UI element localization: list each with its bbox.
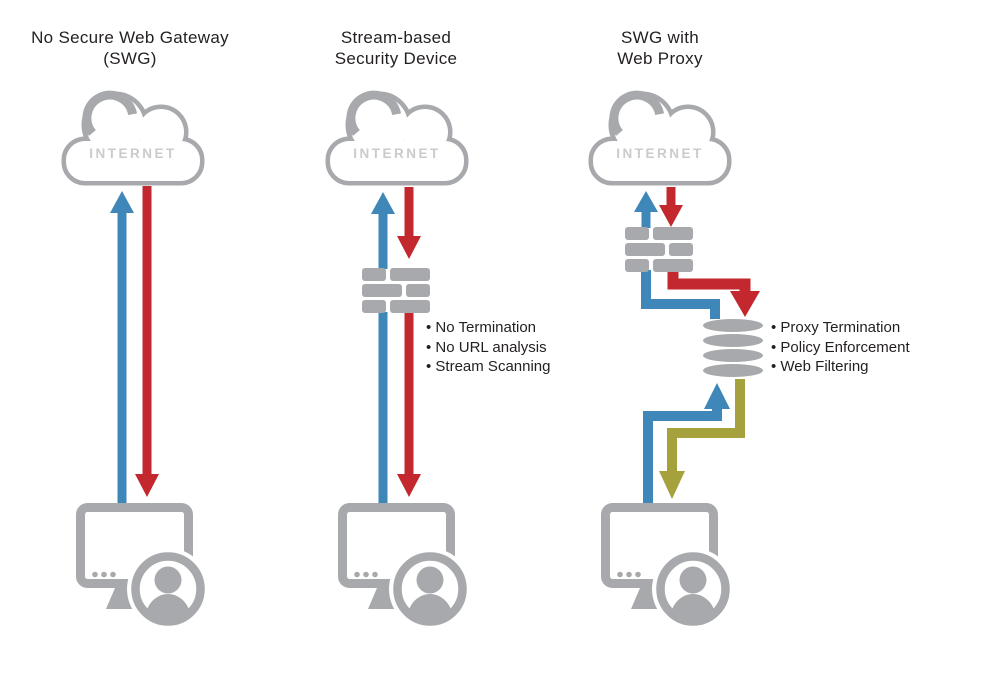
client-computer-user-icon <box>81 508 210 647</box>
internet-label: INTERNET <box>89 146 177 161</box>
client-computer-user-icon <box>606 508 735 647</box>
bullet-item: Web Filtering <box>771 357 951 377</box>
title-line: (SWG) <box>103 49 157 68</box>
bullet-item: Stream Scanning <box>426 357 606 377</box>
upstream-request-arrow <box>371 192 395 504</box>
column-swg-web-proxy <box>593 95 763 646</box>
bullet-item: No Termination <box>426 318 606 338</box>
firewall-to-proxy-request-path <box>641 270 720 319</box>
title-line: SWG with <box>621 28 699 47</box>
column-title-swg-web-proxy: SWG with Web Proxy <box>530 27 790 69</box>
client-computer-user-icon <box>343 508 472 647</box>
bullet-item: Proxy Termination <box>771 318 951 338</box>
proxy-server-stack-icon <box>703 319 763 377</box>
title-line: Stream-based <box>340 28 452 47</box>
column-title-stream-based: Stream-based Security Device <box>266 27 526 69</box>
title-line: Web Proxy <box>617 49 703 68</box>
internet-label: INTERNET <box>353 146 441 161</box>
upstream-request-arrow <box>634 191 658 228</box>
internet-cloud-icon <box>593 95 727 181</box>
internet-cloud-icon <box>66 95 200 181</box>
web-proxy-bullet-list: Proxy Termination Policy Enforcement Web… <box>771 318 951 377</box>
bullet-item: Policy Enforcement <box>771 338 951 358</box>
column-no-swg <box>66 95 209 646</box>
firewall-bricks-icon <box>362 268 430 313</box>
firewall-bricks-icon <box>625 227 693 272</box>
internet-cloud-icon <box>330 95 464 181</box>
downstream-response-arrow <box>659 187 683 227</box>
column-stream-based <box>330 95 471 646</box>
proxy-to-client-filtered-path <box>659 379 745 499</box>
bullet-item: No URL analysis <box>426 338 606 358</box>
upstream-request-arrow <box>110 191 134 504</box>
title-line: Security Device <box>334 49 458 68</box>
client-to-proxy-request-path <box>643 383 730 504</box>
firewall-to-proxy-response-path <box>667 270 760 317</box>
internet-label: INTERNET <box>616 146 704 161</box>
title-line: No Secure Web Gateway <box>31 28 229 47</box>
column-title-no-swg: No Secure Web Gateway (SWG) <box>0 27 260 69</box>
downstream-response-arrow <box>135 186 159 497</box>
downstream-response-arrow <box>397 187 421 497</box>
stream-device-bullet-list: No Termination No URL analysis Stream Sc… <box>426 318 606 377</box>
